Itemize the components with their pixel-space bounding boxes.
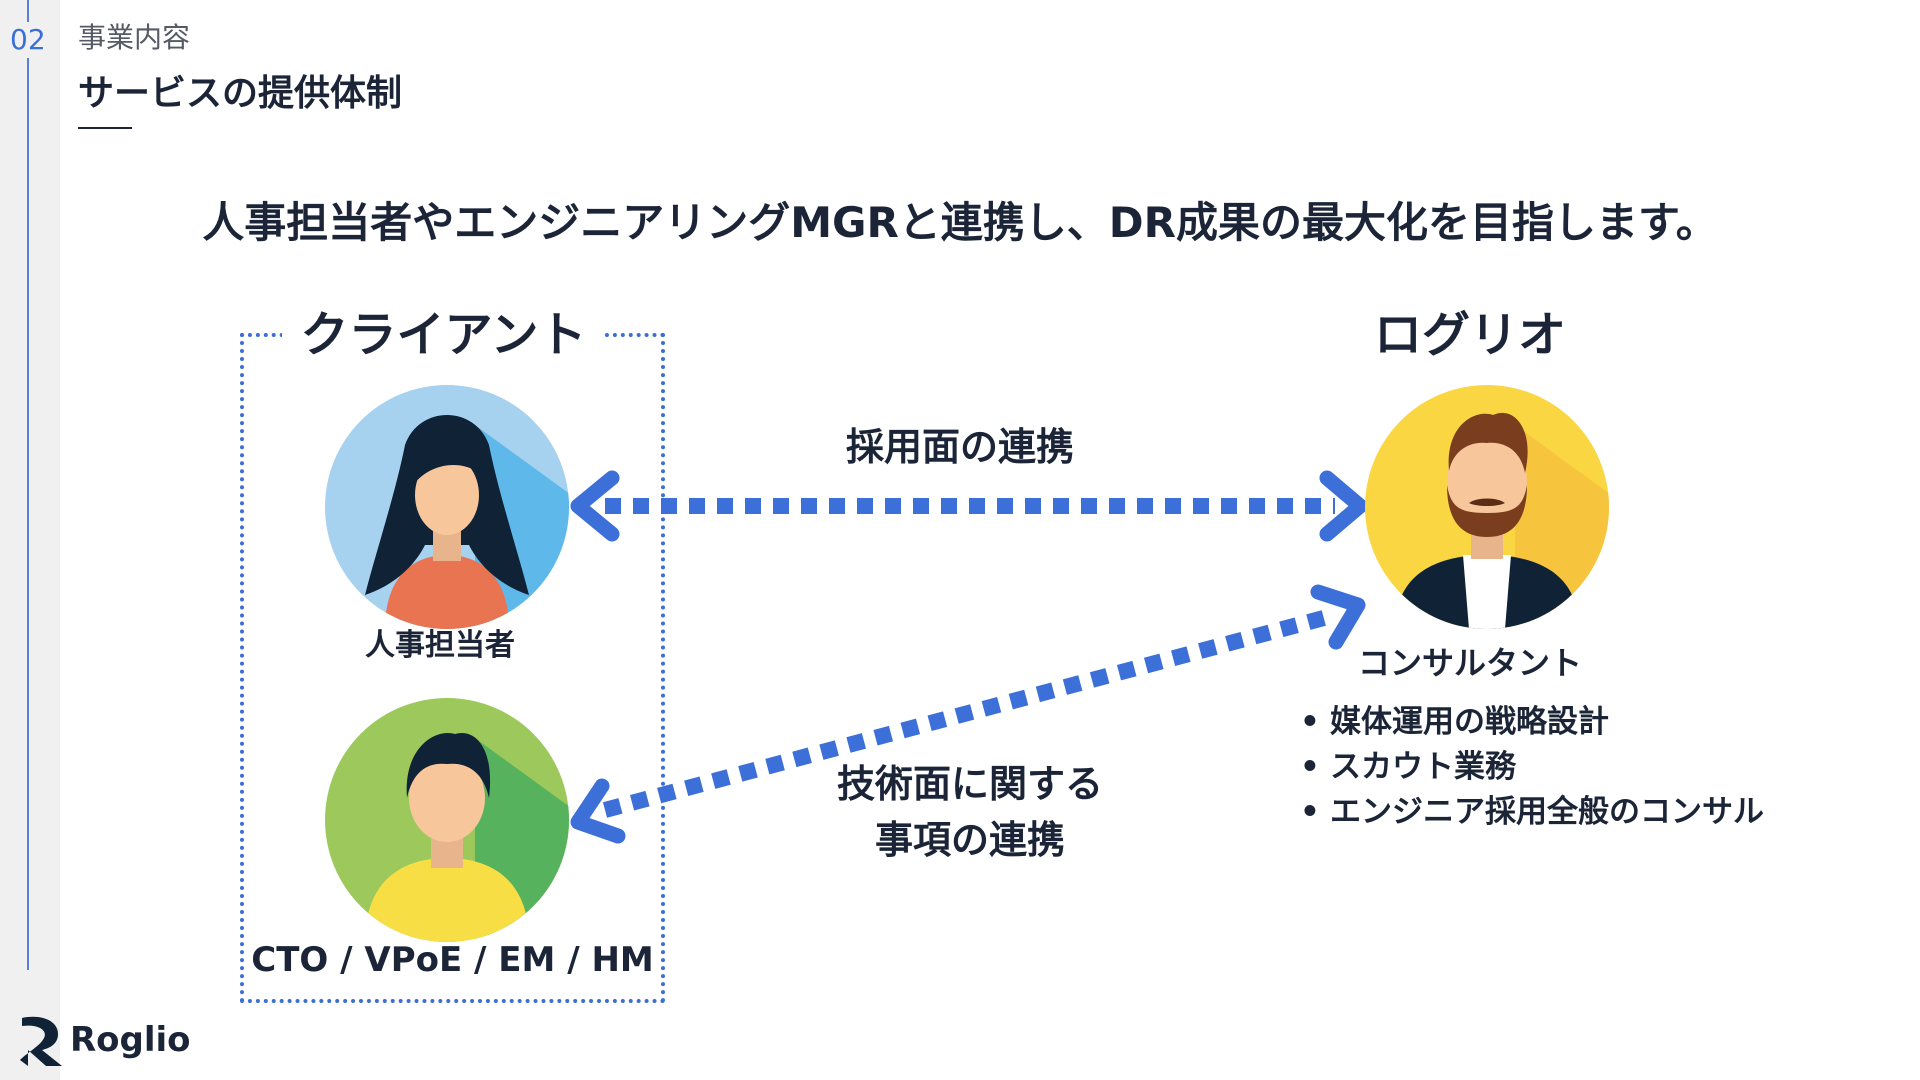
lower-arrow-right-head [1310, 584, 1366, 650]
bullet-icon: • [1300, 704, 1320, 740]
upper-arrow-right-head [1319, 470, 1368, 542]
service-item-label: 媒体運用の戦略設計 [1330, 704, 1609, 740]
bullet-icon: • [1300, 794, 1320, 830]
list-item: • スカウト業務 [1300, 745, 1764, 790]
upper-arrow [570, 470, 1368, 542]
section-label: 事業内容 [78, 21, 191, 54]
section-number: 02 [10, 22, 60, 58]
logo-text: Roglio [70, 1020, 191, 1060]
upper-arrow-left-head [570, 470, 620, 542]
page-title: サービスの提供体制 [78, 73, 403, 114]
lower-arrow-label-line2: 事項の連携 [874, 818, 1065, 862]
headline: 人事担当者やエンジニアリングMGRと連携し、DR成果の最大化を目指します。 [202, 198, 1718, 247]
list-item: • エンジニア採用全般のコンサル [1300, 790, 1764, 835]
lower-arrow-line [602, 607, 1338, 818]
upper-arrow-label: 採用面の連携 [845, 425, 1074, 469]
sidebar-line [27, 0, 29, 970]
bullet-icon: • [1300, 749, 1320, 785]
lower-arrow-left-head [570, 778, 626, 844]
roglio-logo: Roglio [18, 1012, 191, 1068]
title-underline [78, 127, 132, 129]
service-item-label: スカウト業務 [1330, 749, 1516, 785]
service-list: • 媒体運用の戦略設計 • スカウト業務 • エンジニア採用全般のコンサル [1300, 700, 1764, 835]
woman-avatar-icon [325, 385, 569, 629]
roglio-title: ログリオ [1373, 307, 1566, 363]
client-title: クライアント [282, 303, 605, 367]
service-item-label: エンジニア採用全般のコンサル [1330, 794, 1764, 830]
roglio-r-logo-icon [20, 1016, 62, 1066]
hr-person-label: 人事担当者 [365, 628, 515, 663]
sidebar [0, 0, 60, 1080]
lower-arrow [570, 584, 1366, 844]
man-avatar-icon [325, 698, 569, 942]
lower-arrow-label-line1: 技術面に関する [836, 762, 1103, 806]
list-item: • 媒体運用の戦略設計 [1300, 700, 1764, 745]
lower-arrow-label: 技術面に関する 事項の連携 [780, 756, 1160, 868]
consultant-label: コンサルタント [1357, 644, 1582, 682]
cto-person-label: CTO / VPoE / EM / HM [251, 940, 654, 980]
bearded-man-avatar-icon [1365, 385, 1609, 629]
